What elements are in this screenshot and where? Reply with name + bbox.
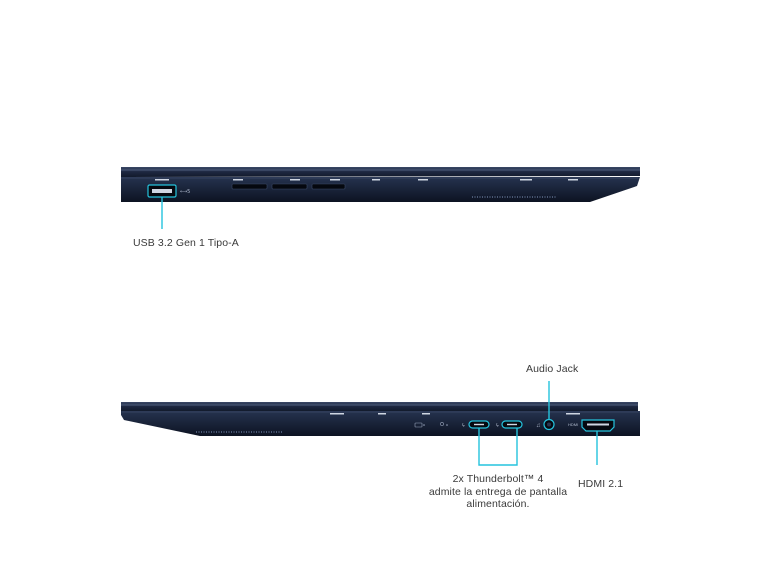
hdmi-port: [581, 419, 615, 432]
svg-text:ϟ: ϟ: [462, 423, 465, 429]
thunderbolt-label-line-2: admite la entrega de pantalla: [428, 485, 568, 498]
thunderbolt-label-line-3: alimentación.: [466, 498, 530, 510]
audio-jack-port: [543, 418, 555, 431]
vent-grilles: [231, 183, 346, 190]
audio-jack-label: Audio Jack: [526, 363, 579, 375]
thunderbolt-label: 2x Thunderbolt™ 4 admite la entrega de p…: [418, 473, 578, 511]
thunderbolt-callout-line: [478, 428, 518, 466]
usb-a-label: USB 3.2 Gen 1 Tipo-A: [133, 237, 239, 249]
laptop-right-side-view: ϟ ϟ ♫ HDMI: [121, 381, 640, 466]
thunderbolt-port-1: [468, 420, 490, 429]
headphone-icon: ♫: [536, 423, 541, 429]
usb-logo-icon: ⟷5: [180, 189, 190, 195]
svg-text:HDMI: HDMI: [568, 422, 578, 427]
thunderbolt-label-line-1: 2x Thunderbolt™ 4: [452, 473, 544, 485]
hdmi-label: HDMI 2.1: [578, 478, 624, 490]
usb-a-port: [147, 184, 177, 198]
laptop-left-side-view: ⟷5: [121, 167, 640, 229]
svg-text:ϟ: ϟ: [496, 423, 499, 429]
thunderbolt-port-2: [501, 420, 523, 429]
